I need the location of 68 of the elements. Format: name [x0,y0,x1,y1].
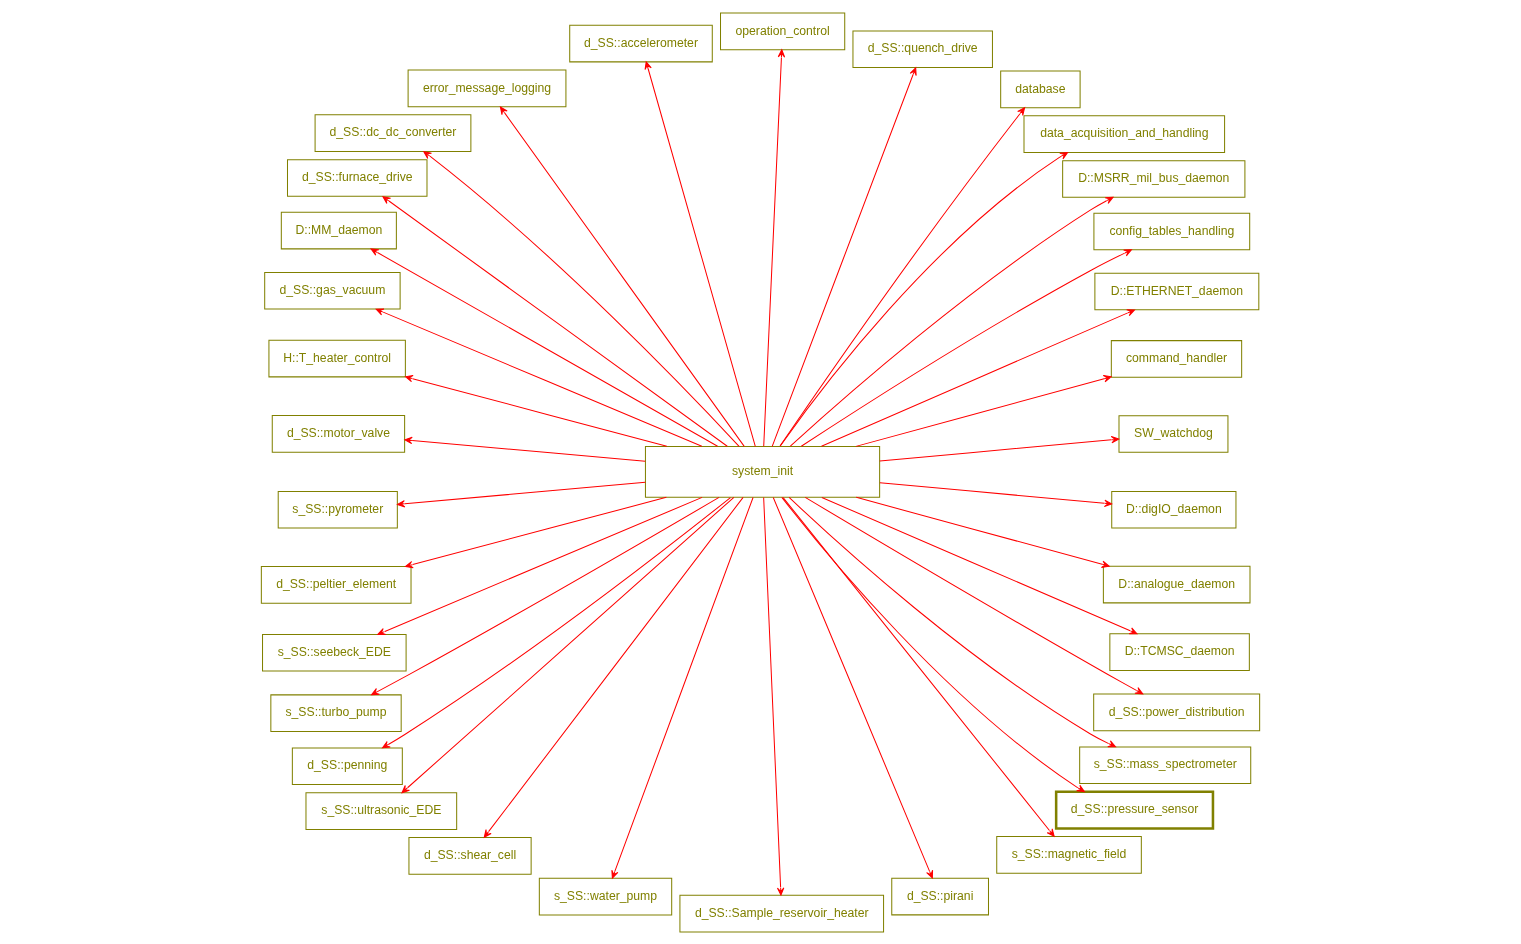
node-box: d_SS::dc_dc_converter [314,113,472,152]
arrow [789,196,1114,447]
arrow [782,496,1055,837]
node-box: d_SS::accelerometer [569,24,713,62]
node-box: s_SS::mass_spectrometer [1079,745,1252,784]
node-box: D::digIO_daemon [1111,490,1237,529]
node-box: SW_watchdog [1118,414,1229,453]
node-box: d_SS::penning [291,746,403,785]
node-box: s_SS::pyrometer [277,490,398,529]
node-box: command_handler [1110,339,1243,378]
arrow [405,496,667,568]
arrow [771,66,917,447]
arrow [404,436,646,462]
node-box: s_SS::turbo_pump [270,693,402,732]
arrow [371,496,720,695]
node-box: s_SS::water_pump [538,877,673,915]
arrow [401,496,735,793]
arrow [804,496,1144,694]
arrow [377,496,703,635]
arrow [644,60,756,447]
node-box: d_SS::gas_vacuum [264,271,401,310]
node-box: d_SS::motor_valve [271,414,406,453]
arrow [499,106,745,447]
node-box: D::ETHERNET_daemon [1094,272,1260,310]
node-box: d_SS::peltier_element [260,565,412,604]
node-box: H::T_heater_control [268,339,406,377]
arrow [855,374,1112,447]
node-box: operation_control [720,12,846,50]
node-box: d_SS::shear_cell [408,836,532,875]
arrow [382,195,728,447]
arrow [763,496,785,896]
node-box: database [1000,70,1081,108]
arrow [820,308,1135,447]
node-box: d_SS::pirani [891,877,989,915]
node-box: s_SS::ultrasonic_EDE [305,791,458,830]
node-box: config_tables_handling [1093,212,1251,250]
node-box: d_SS::Sample_reservoir_heater [679,894,885,932]
arrow [375,308,703,447]
node-box: D::MM_daemon [280,211,397,249]
arrow [381,496,731,748]
arrow [763,48,786,447]
arrow [879,435,1120,462]
node-box: data_acquisition_and_handling [1023,114,1226,153]
node-box: s_SS::magnetic_field [996,835,1142,874]
arrow [611,496,754,879]
node-box: D::TCMSC_daemon [1109,632,1250,671]
arrow [800,248,1132,447]
node-box: d_SS::pressure_sensor [1054,790,1215,830]
arrow [370,247,719,447]
node-box: D::MSRR_mil_bus_daemon [1062,159,1246,198]
arrow [779,106,1026,447]
node-box: error_message_logging [407,69,567,107]
arrow [423,150,740,447]
node-box: d_SS::power_distribution [1093,693,1261,731]
arrow [821,496,1138,634]
arrow [772,496,934,878]
arrow [483,496,744,838]
arrow [396,481,646,507]
node-box: d_SS::quench_drive [852,29,993,68]
node-box: d_SS::furnace_drive [287,158,428,197]
node-box: D::analogue_daemon [1102,565,1251,603]
node-box: system_init [644,445,881,498]
arrow [855,496,1110,568]
arrow [404,374,668,447]
arrow [781,496,1085,792]
arrow [879,481,1113,507]
node-box: s_SS::seebeck_EDE [262,633,407,672]
arrow [788,496,1117,747]
